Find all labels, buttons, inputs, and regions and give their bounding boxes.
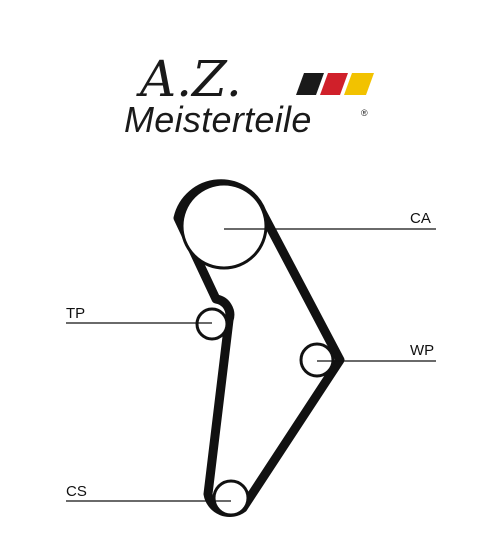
flag-stripe-gold: [344, 73, 374, 95]
label-wp: WP: [410, 342, 434, 359]
label-tp: TP: [66, 305, 85, 322]
brand-monogram: A.Z.: [136, 50, 242, 108]
label-ca: CA: [410, 210, 431, 227]
pulley-wp: [299, 342, 335, 378]
pulley-labels: CA TP WP CS: [66, 210, 434, 500]
pulley-tp: [195, 307, 229, 341]
leader-lines: [66, 228, 436, 502]
flag-stripe-red: [320, 73, 348, 95]
brand-logo: A.Z. Meisterteile ®: [124, 50, 374, 140]
pulley-ca: [180, 182, 268, 270]
pulley-cs: [212, 479, 250, 517]
brand-name: Meisterteile: [124, 99, 312, 140]
flag-stripes-icon: [296, 73, 374, 95]
pulleys: [180, 182, 335, 517]
flag-stripe-black: [296, 73, 324, 95]
label-cs: CS: [66, 483, 87, 500]
registered-mark: ®: [361, 108, 368, 118]
